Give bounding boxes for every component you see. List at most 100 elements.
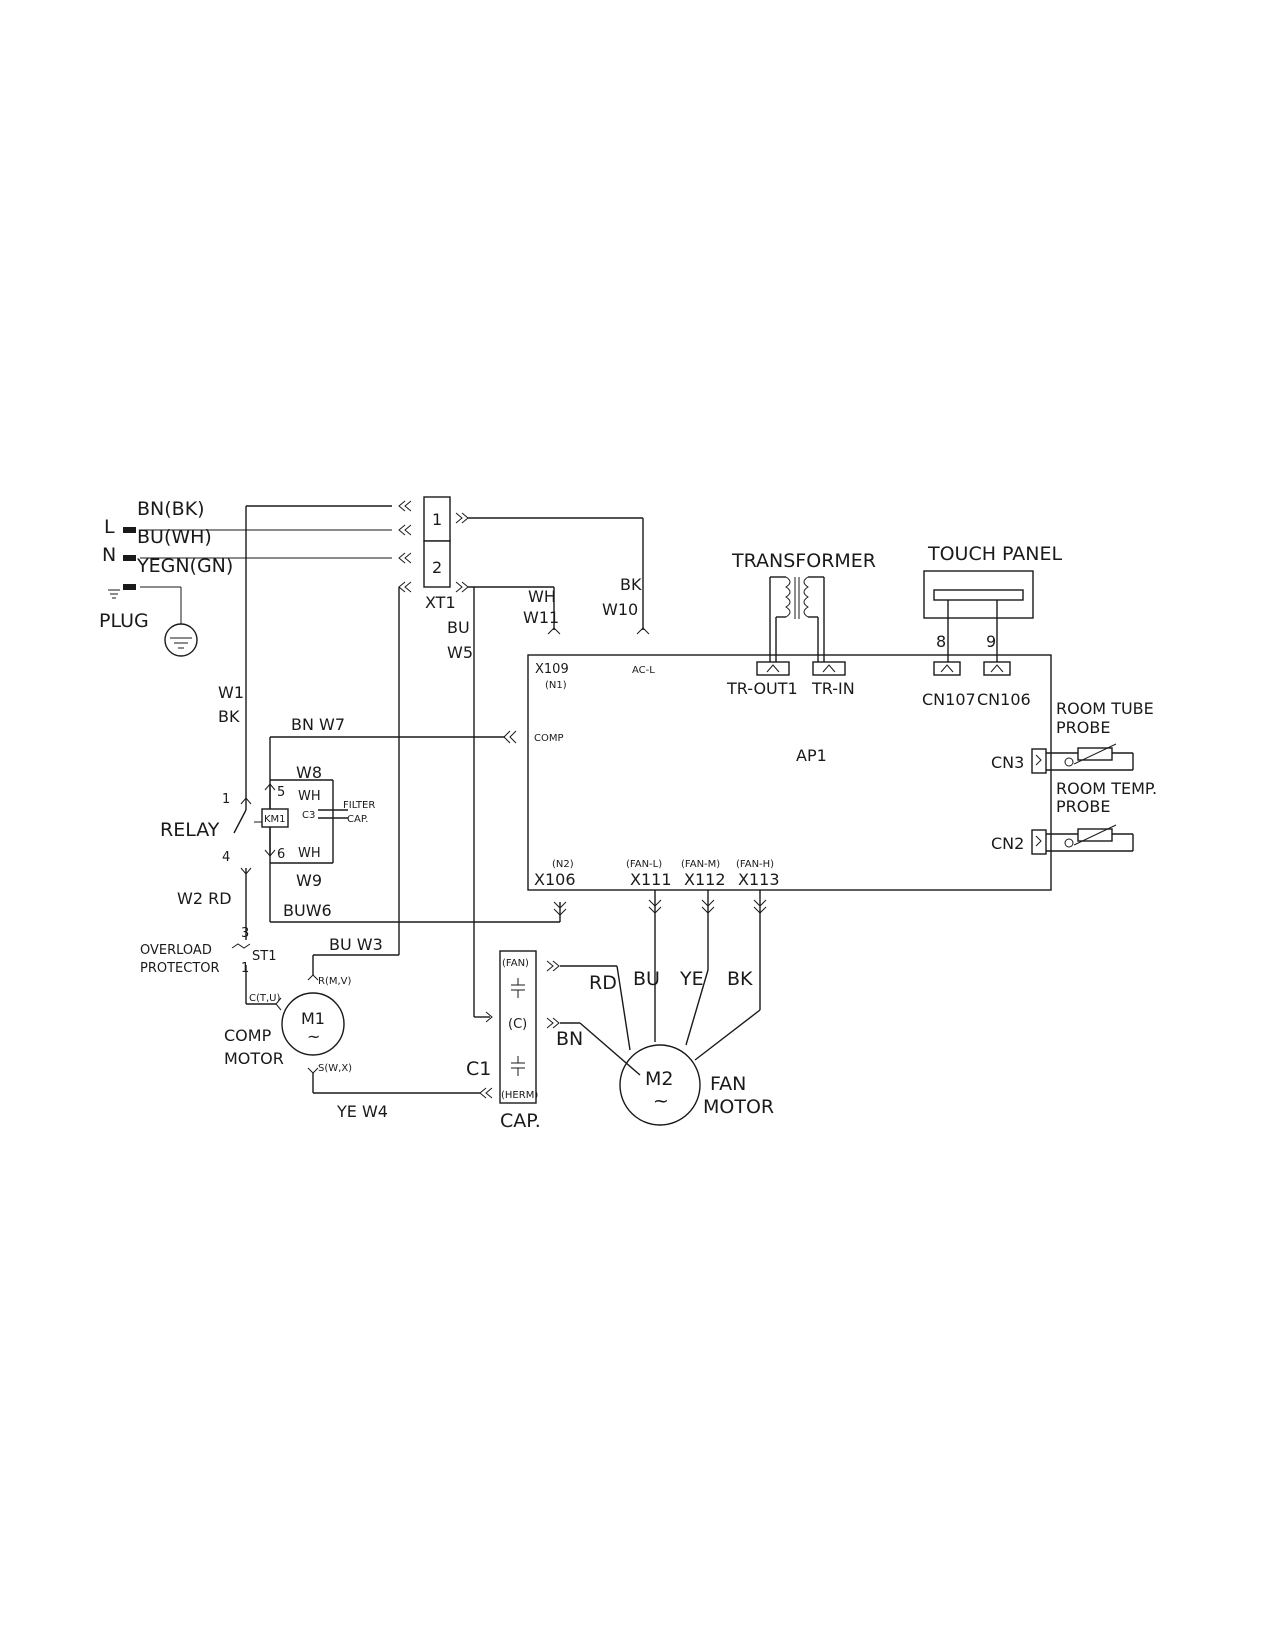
pin-9-label: 9: [986, 632, 996, 651]
relay-pin-4: 4: [222, 850, 230, 865]
probe-2-label: PROBE: [1056, 797, 1110, 816]
room-tube-label: ROOM TUBE: [1056, 699, 1154, 718]
xt1-label: XT1: [425, 593, 456, 612]
cap-c-label: (C): [508, 1017, 527, 1032]
x113-label: X113: [738, 870, 780, 889]
overload-label: OVERLOAD: [140, 943, 212, 958]
probe-1-label: PROBE: [1056, 718, 1110, 737]
tr-in-connector: [812, 661, 846, 676]
filter-cap-label: CAP.: [347, 814, 368, 825]
cn106-connector: [983, 661, 1011, 676]
wh-top-label: WH: [298, 789, 321, 804]
x111-label: X111: [630, 870, 672, 889]
w8-label: W8: [296, 763, 322, 782]
c3-label: C3: [302, 810, 315, 821]
w10-label: W10: [602, 600, 638, 619]
ye-fan-label: YE: [679, 968, 704, 990]
plug-label: PLUG: [99, 610, 149, 632]
cn3-label: CN3: [991, 753, 1024, 772]
x106-label: X106: [534, 870, 576, 889]
bu-w3-label: BU W3: [329, 935, 383, 954]
ye-w4-label: YE W4: [336, 1102, 388, 1121]
buw6-label: BUW6: [283, 901, 332, 920]
compressor-motor-m1: [275, 974, 345, 1074]
st1-label: ST1: [252, 949, 276, 964]
filter-label: FILTER: [343, 800, 375, 811]
fan-motor-m2: [619, 1044, 701, 1126]
line-n-label: N: [102, 544, 116, 566]
bu-w5-label: BU: [447, 618, 470, 637]
plug-pin-n: [123, 555, 136, 561]
relay-label: RELAY: [160, 819, 220, 841]
wire-label-bu-wh: BU(WH): [137, 526, 212, 548]
w2-rd-label: W2 RD: [177, 889, 232, 908]
m2-label: M2: [645, 1068, 673, 1090]
transformer: [756, 576, 846, 676]
comp-port-label: COMP: [534, 733, 564, 744]
bk-w10-label: BK: [620, 575, 642, 594]
protector-label: PROTECTOR: [140, 961, 220, 976]
room-tube-probe: [1031, 743, 1134, 774]
cn107-label: CN107: [922, 690, 976, 709]
run-capacitor-c1: [499, 950, 537, 1104]
plug-pin-ground: [123, 584, 136, 590]
km1-label: KM1: [264, 814, 286, 825]
circuit-wires: [245, 506, 767, 1099]
fan-m-label: (FAN-M): [681, 859, 720, 870]
rd-label: RD: [589, 972, 617, 994]
tr-in-label: TR-IN: [811, 679, 855, 698]
cn106-label: CN106: [977, 690, 1031, 709]
main-board-ap1: [527, 654, 1052, 891]
relay: [233, 783, 289, 875]
wire-label-yegn-gn: YEGN(GN): [136, 555, 233, 577]
m1-label: M1: [301, 1009, 325, 1028]
cn3-connector: [1031, 748, 1047, 774]
n1-label: (N1): [545, 680, 567, 691]
power-cord: [108, 505, 392, 657]
overload-pin-3: 3: [241, 926, 249, 941]
overload-protector: [231, 943, 251, 949]
terminal-2-label: 2: [432, 558, 442, 577]
touch-panel-label: TOUCH PANEL: [927, 543, 1063, 565]
cap-herm-label: (HERM): [501, 1090, 538, 1101]
cn107-connector: [933, 661, 961, 676]
m1-tilde: ~: [307, 1027, 320, 1046]
room-temp-label: ROOM TEMP.: [1056, 779, 1157, 798]
c1-label: C1: [466, 1058, 491, 1080]
w1-label: W1: [218, 683, 244, 702]
x112-label: X112: [684, 870, 726, 889]
acl-label: AC-L: [632, 665, 655, 676]
line-l-label: L: [104, 516, 115, 538]
tr-out1-label: TR-OUT1: [726, 679, 798, 698]
wh-bottom-label: WH: [298, 846, 321, 861]
terminal-block-xt1: [398, 496, 469, 593]
bn-w7-label: BN W7: [291, 715, 345, 734]
km1-coil: [261, 808, 289, 828]
wh-w11-label: WH: [528, 587, 556, 606]
s-wx-label: S(W,X): [318, 1063, 352, 1074]
wire-label-bn-bk: BN(BK): [137, 498, 205, 520]
ap1-label: AP1: [796, 746, 827, 765]
m2-tilde: ~: [653, 1090, 669, 1112]
overload-pin-1: 1: [241, 961, 249, 976]
w9-label: W9: [296, 871, 322, 890]
x109-label: X109: [535, 662, 569, 677]
touch-panel: [923, 570, 1034, 676]
fan-motor-label: MOTOR: [703, 1096, 774, 1118]
comp-label: COMP: [224, 1026, 272, 1045]
transformer-label: TRANSFORMER: [731, 550, 876, 572]
relay-pin-1: 1: [222, 792, 230, 807]
bk-fan-label: BK: [727, 968, 753, 990]
relay-pin-5: 5: [277, 785, 285, 800]
c-tu-label: C(T,U): [249, 993, 280, 1004]
cap-fan-label: (FAN): [502, 958, 529, 969]
tr-out1-connector: [756, 661, 790, 676]
fan-label: FAN: [710, 1073, 746, 1095]
cap-label: CAP.: [500, 1110, 541, 1132]
r-mv-label: R(M,V): [318, 976, 351, 987]
cn2-connector: [1031, 829, 1047, 855]
pin-8-label: 8: [936, 632, 946, 651]
bk-w1-label: BK: [218, 707, 240, 726]
relay-pin-6: 6: [277, 847, 285, 862]
